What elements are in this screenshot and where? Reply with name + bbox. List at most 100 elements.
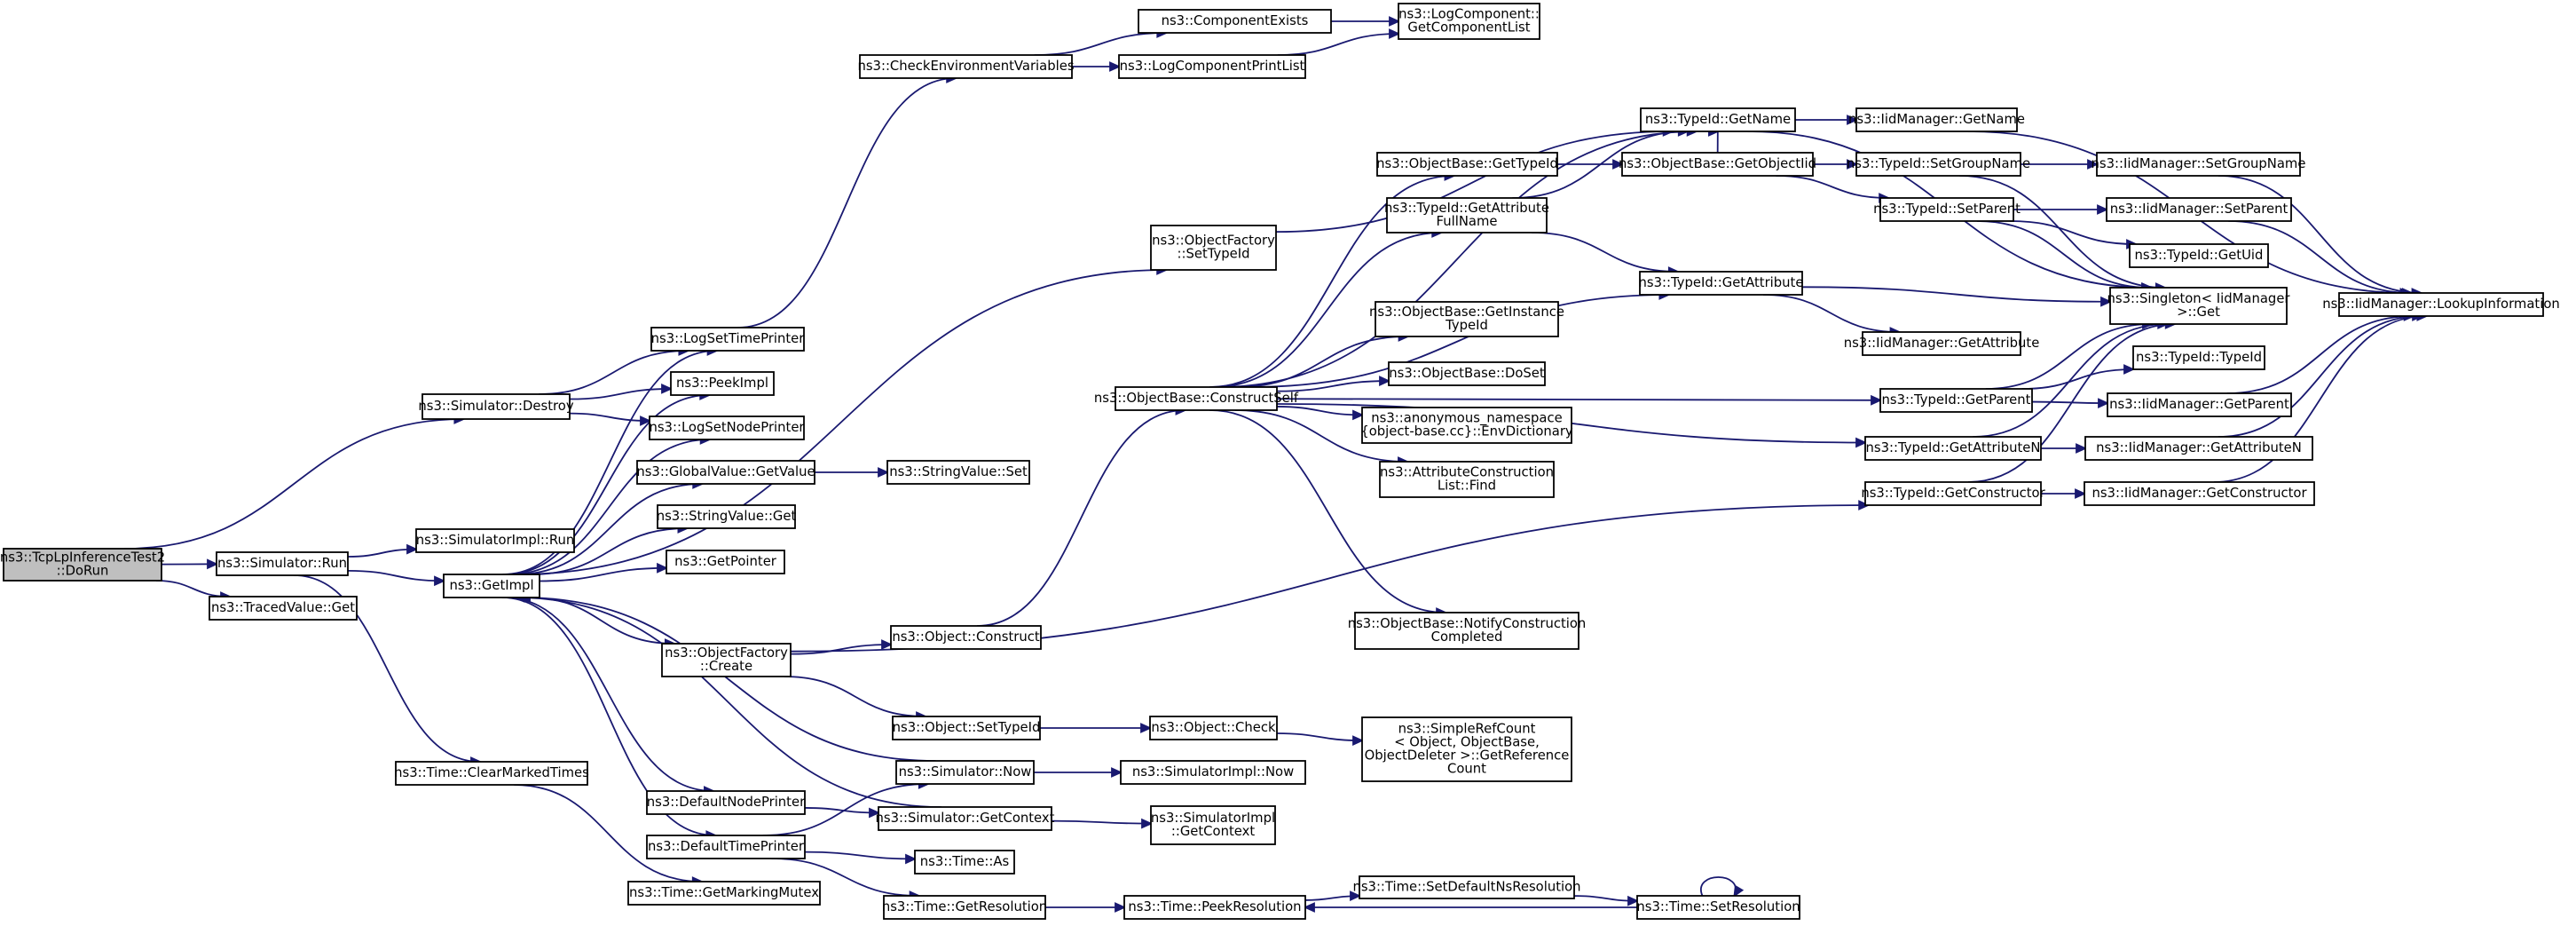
node-label-line: ns3::Time::GetMarkingMutex <box>629 885 819 900</box>
edge-line <box>124 418 464 550</box>
node-ofSetTypeId[interactable]: ns3::ObjectFactory::SetTypeId <box>1150 225 1277 271</box>
node-tidGetParent[interactable]: ns3::TypeId::GetParent <box>1879 388 2033 413</box>
edge-obConstructSelf-to-anonEnvDict <box>1276 406 1365 421</box>
node-simGetCtx[interactable]: ns3::Simulator::GetContext <box>876 806 1055 831</box>
node-objConstruct[interactable]: ns3::Object::Construct <box>890 625 1042 650</box>
node-label-line: ns3::DefaultNodePrinter <box>647 795 806 810</box>
node-iidGetAttr[interactable]: ns3::IidManager::GetAttribute <box>1844 331 2040 356</box>
node-anonEnvDict[interactable]: ns3::anonymous_namespace{object-base.cc}… <box>1360 407 1573 444</box>
edge-arrowhead <box>1847 115 1859 125</box>
node-box <box>216 551 349 576</box>
edge-tidGetAttr-to-singletonGet <box>1801 286 2113 307</box>
node-simRun[interactable]: ns3::Simulator::Run <box>216 551 349 576</box>
node-box <box>1376 152 1558 177</box>
node-timeSetRes[interactable]: ns3::Time::SetResolution <box>1636 895 1800 920</box>
edge-arrowhead <box>1389 28 1401 39</box>
edge-tidSetGroup-to-iidSetGroup <box>2021 159 2099 170</box>
node-compExists[interactable]: ns3::ComponentExists <box>1138 9 1332 34</box>
node-label-line: Completed <box>1431 629 1503 645</box>
node-iidGetCons[interactable]: ns3::IidManager::GetConstructor <box>2084 481 2315 506</box>
edge-root-to-simRun <box>161 558 219 570</box>
node-tidGetAttr[interactable]: ns3::TypeId::GetAttribute <box>1639 271 1804 296</box>
node-label-line: ns3::IidManager::GetAttribute <box>1844 336 2040 351</box>
node-label-line: ns3::ObjectFactory <box>1152 233 1275 249</box>
node-label-line: ns3::ObjectBase::NotifyConstruction <box>1348 616 1587 631</box>
edge-line <box>1277 33 1399 56</box>
node-tidGetAttrN[interactable]: ns3::TypeId::GetAttributeN <box>1864 436 2042 461</box>
edge-arrowhead <box>1612 159 1625 170</box>
node-simNow[interactable]: ns3::Simulator::Now <box>895 760 1035 785</box>
node-box <box>443 574 540 598</box>
node-singletonGet[interactable]: ns3::Singleton< IidManager>::Get <box>2107 287 2290 325</box>
node-obGetObjTid[interactable]: ns3::ObjectBase::GetObjectIid <box>1619 152 1816 177</box>
edge-line <box>2228 220 2412 294</box>
node-tracedGet[interactable]: ns3::TracedValue::Get <box>209 596 358 621</box>
edge-simRun-to-simImplRun <box>347 543 419 558</box>
node-iidLookup[interactable]: ns3::IidManager::LookupInformation <box>2322 292 2560 317</box>
node-logCompGetList[interactable]: ns3::LogComponent::GetComponentList <box>1398 3 1540 40</box>
node-peekImpl[interactable]: ns3::PeekImpl <box>670 371 775 396</box>
node-objSetTypeId[interactable]: ns3::Object::SetTypeId <box>892 716 1041 740</box>
node-label-line: ns3::IidManager::GetAttributeN <box>2096 440 2302 455</box>
node-simImplNow[interactable]: ns3::SimulatorImpl::Now <box>1120 760 1306 785</box>
edge-arrowhead <box>1352 409 1365 421</box>
node-obNotify[interactable]: ns3::ObjectBase::NotifyConstructionCompl… <box>1348 612 1587 650</box>
node-iidGetParent[interactable]: ns3::IidManager::GetParent <box>2107 392 2292 417</box>
node-getPointer[interactable]: ns3::GetPointer <box>666 550 785 574</box>
node-label-line: ns3::GetPointer <box>674 554 777 569</box>
node-tidGetName[interactable]: ns3::TypeId::GetName <box>1640 107 1796 132</box>
edge-line <box>1213 232 1442 388</box>
node-box <box>2107 392 2292 417</box>
node-ofCreate[interactable]: ns3::ObjectFactory::Create <box>661 643 792 677</box>
node-defNode[interactable]: ns3::DefaultNodePrinter <box>646 790 806 815</box>
node-simDestroy[interactable]: ns3::Simulator::Destroy <box>418 393 574 420</box>
node-svSet[interactable]: ns3::StringValue::Set <box>886 460 1030 485</box>
node-label-line: ns3::TypeId::GetConstructor <box>1861 486 2045 501</box>
node-obConstructSelf[interactable]: ns3::ObjectBase::ConstructSelf <box>1094 386 1299 411</box>
node-iidGetAttrN[interactable]: ns3::IidManager::GetAttributeN <box>2084 436 2313 461</box>
node-timePeekRes[interactable]: ns3::Time::PeekResolution <box>1123 895 1306 920</box>
node-svGet[interactable]: ns3::StringValue::Get <box>657 504 797 529</box>
node-iidSetGroup[interactable]: ns3::IidManager::SetGroupName <box>2092 152 2306 177</box>
edge-line <box>2031 400 2108 405</box>
node-tidSetGroup[interactable]: ns3::TypeId::SetGroupName <box>1847 152 2030 177</box>
node-timeAs[interactable]: ns3::Time::As <box>914 850 1015 875</box>
node-box <box>883 895 1046 920</box>
node-getImpl[interactable]: ns3::GetImpl <box>443 574 540 598</box>
node-obGetTypeId[interactable]: ns3::ObjectBase::GetTypeId <box>1376 152 1558 177</box>
node-iidGetName[interactable]: ns3::IidManager::GetName <box>1848 107 2025 132</box>
node-logSetNode[interactable]: ns3::LogSetNodePrinter <box>649 416 805 440</box>
node-simpleRef[interactable]: ns3::SimpleRefCount< Object, ObjectBase,… <box>1361 716 1572 782</box>
node-label-line: ::SetTypeId <box>1177 247 1249 262</box>
node-defTime[interactable]: ns3::DefaultTimePrinter <box>646 835 806 859</box>
edge-arrowhead <box>1847 159 1859 170</box>
node-clearMarked[interactable]: ns3::Time::ClearMarkedTimes <box>394 761 589 786</box>
node-label-line: ns3::TypeId::GetAttribute <box>1639 275 1804 290</box>
node-timeSetDefNs[interactable]: ns3::Time::SetDefaultNsResolution <box>1352 875 1581 899</box>
node-objCheck[interactable]: ns3::Object::Check <box>1149 716 1278 740</box>
node-tidGetUid[interactable]: ns3::TypeId::GetUid <box>2129 243 2269 268</box>
node-getMarkMutex[interactable]: ns3::Time::GetMarkingMutex <box>627 881 821 906</box>
node-tidSetParent[interactable]: ns3::TypeId::SetParent <box>1873 197 2021 222</box>
node-tidTypeId[interactable]: ns3::TypeId::TypeId <box>2132 345 2265 370</box>
node-label-line: ns3::StringValue::Set <box>889 464 1028 479</box>
node-logCompPrint[interactable]: ns3::LogComponentPrintList <box>1118 54 1306 79</box>
node-checkEnv[interactable]: ns3::CheckEnvironmentVariables <box>857 54 1075 79</box>
node-simImplGetCtx[interactable]: ns3::SimulatorImpl::GetContext <box>1150 805 1276 845</box>
node-root[interactable]: ns3::TcpLpInferenceTest2::DoRun <box>0 548 165 582</box>
node-box <box>2132 345 2265 370</box>
node-gvGetValue[interactable]: ns3::GlobalValue::GetValue <box>636 460 815 485</box>
node-timeGetRes[interactable]: ns3::Time::GetResolution <box>882 895 1047 920</box>
node-simImplRun[interactable]: ns3::SimulatorImpl::Run <box>415 528 575 553</box>
node-obDoSet[interactable]: ns3::ObjectBase::DoSet <box>1388 361 1546 386</box>
node-box <box>421 393 571 420</box>
edge-arrowhead <box>878 467 890 478</box>
node-logSetTime[interactable]: ns3::LogSetTimePrinter <box>650 327 806 352</box>
node-tidGetCons[interactable]: ns3::TypeId::GetConstructor <box>1861 481 2046 506</box>
edge-arrowhead <box>869 807 881 819</box>
edge-line <box>1700 876 1737 897</box>
node-iidSetParent[interactable]: ns3::IidManager::SetParent <box>2106 197 2292 222</box>
